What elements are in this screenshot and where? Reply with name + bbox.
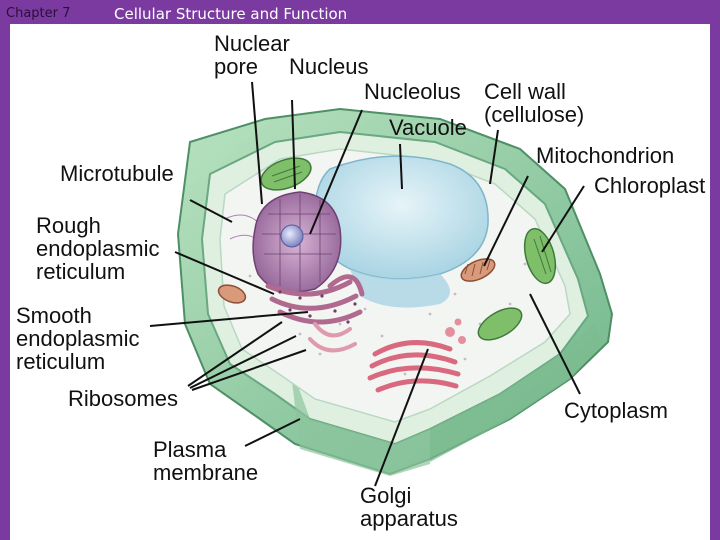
right-border: [710, 24, 720, 540]
label-chloroplast: Chloroplast: [594, 173, 706, 198]
diagram-canvas: Nuclear pore Nucleus Nucleolus Cell wall…: [10, 24, 710, 540]
label-microtubule: Microtubule: [60, 161, 174, 186]
chapter-label: Chapter 7: [6, 6, 71, 21]
rough-er: [265, 274, 365, 325]
mitochondria: [217, 258, 496, 304]
slide-title: Cellular Structure and Function: [114, 5, 348, 23]
label-nucleus: Nucleus: [289, 54, 369, 79]
label-ribosomes: Ribosomes: [68, 386, 179, 411]
label-mitochondrion: Mitochondrion: [536, 143, 675, 168]
nucleolus: [280, 224, 304, 248]
label-plasma-membrane: Plasma membrane: [153, 437, 259, 485]
label-cytoplasm: Cytoplasm: [564, 398, 668, 423]
nucleus: [252, 191, 342, 293]
ribosome-dots: [278, 290, 357, 324]
plant-cell-illustration: [149, 81, 614, 487]
label-nuclear-pore: Nuclear pore: [214, 31, 290, 79]
label-rough-er: Rough endoplasmic reticulum: [36, 213, 160, 284]
leader-lines: [149, 81, 585, 487]
label-vacuole: Vacuole: [389, 115, 467, 140]
label-cell-wall: Cell wall (cellulose): [484, 79, 585, 127]
slide-header: Chapter 7 Cellular Structure and Functio…: [0, 0, 720, 24]
label-nucleolus: Nucleolus: [364, 79, 461, 104]
label-smooth-er: Smooth endoplasmic reticulum: [16, 303, 140, 374]
label-golgi-apparatus: Golgi apparatus: [360, 483, 458, 531]
smooth-er: [308, 322, 357, 353]
left-border: [0, 24, 10, 540]
